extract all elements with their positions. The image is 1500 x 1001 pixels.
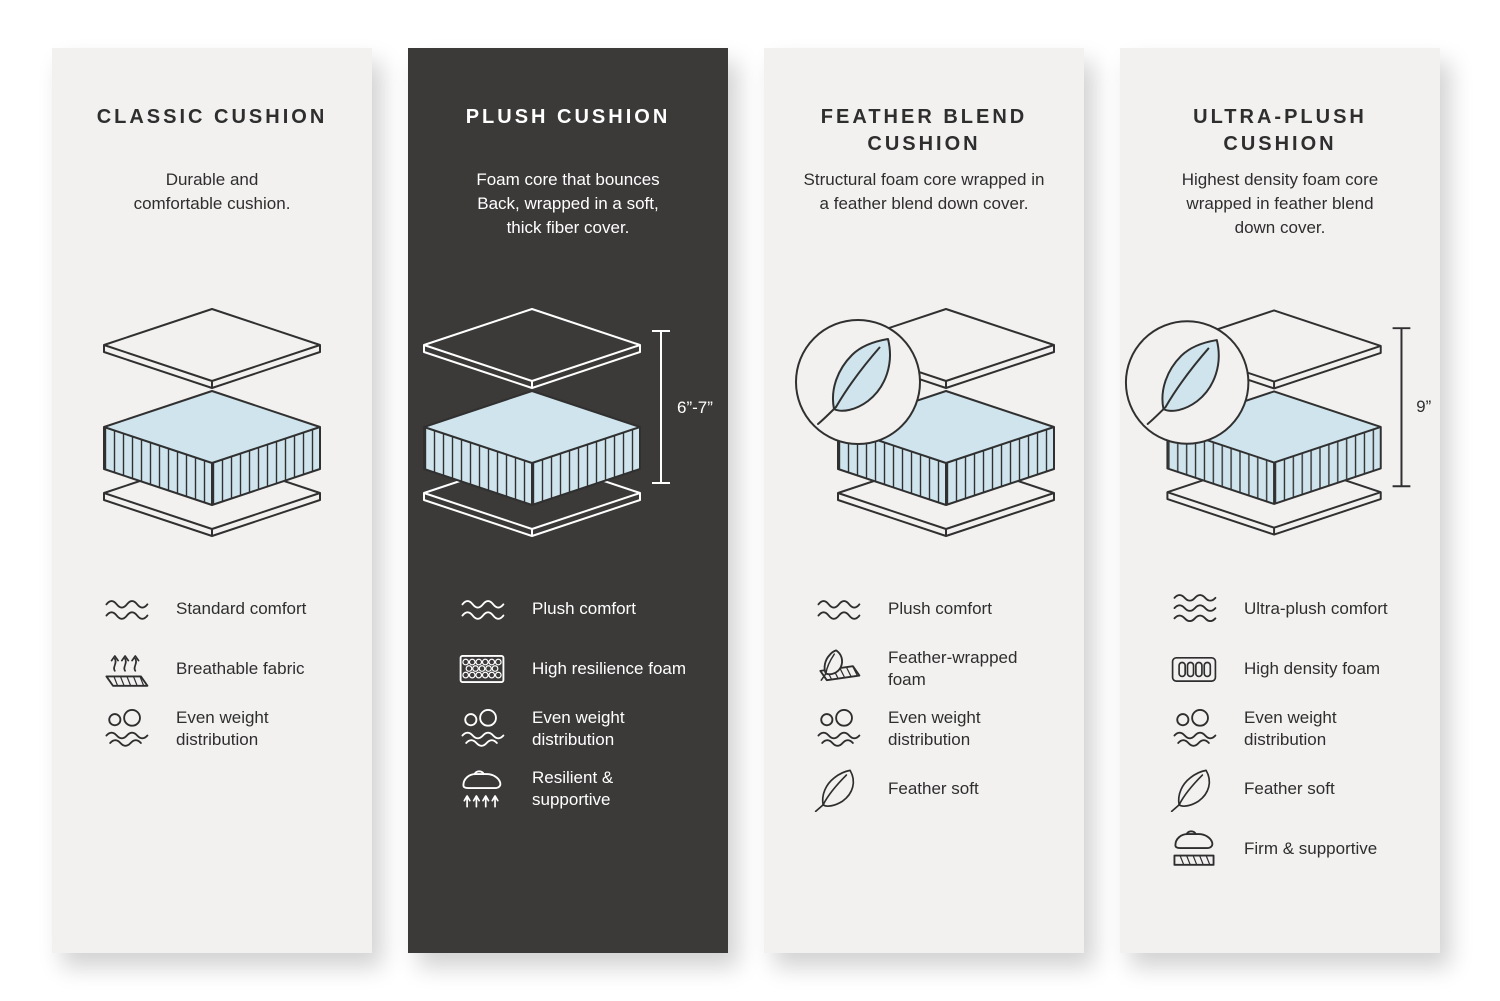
card-description: Highest density foam core wrapped in fea… [1181,170,1379,238]
feature-label: Feather-wrapped foam [888,647,1018,689]
even-weight-icon [1166,706,1222,752]
card-plush-cushion: PLUSH CUSHION Foam core that bounces Bac… [408,48,728,953]
measurement-indicator [1392,327,1411,488]
card-title: ULTRA-PLUSH CUSHION [1193,106,1367,155]
cushion-diagram [764,260,1084,586]
feature-list: Plush comfort Feather-wrapped foam [764,586,1084,826]
wave-comfort-icon [454,586,510,632]
feature-label: High resilience foam [532,658,687,678]
card-feather-blend-cushion: FEATHER BLEND CUSHION Structural foam co… [764,48,1084,953]
feather-icon [810,766,866,812]
card-classic-cushion: CLASSIC CUSHION Durable and comfortable … [52,48,372,953]
feature-label: Feather soft [888,778,979,798]
feature-item: Even weight distribution [98,706,372,752]
even-weight-icon [98,706,154,752]
cushion-diagram: 9” [1120,260,1440,586]
feature-label: Resilient & supportive [532,767,614,809]
breathable-fabric-icon [98,646,154,692]
feature-item: Ultra-plush comfort [1166,586,1440,632]
card-title: PLUSH CUSHION [465,106,671,128]
feather-icon [1166,766,1222,812]
feature-list: Ultra-plush comfort High density foam [1120,586,1440,886]
even-weight-icon [454,706,510,752]
feature-item: Plush comfort [454,586,728,632]
feature-label: Feather soft [1244,778,1335,798]
feature-label: Even weight distribution [1244,707,1337,749]
feather-badge-icon [795,319,921,445]
feature-label: Even weight distribution [532,707,625,749]
wave-comfort-icon [98,586,154,632]
cushion-layers-graphic: 9” [1124,309,1431,536]
firm-supportive-icon [1166,826,1222,872]
feature-item: Even weight distribution [810,706,1084,752]
feature-label: Even weight distribution [888,707,981,749]
cushion-layers-graphic [103,308,321,537]
feature-item: Resilient & supportive [454,766,728,812]
feather-badge-icon [1124,320,1250,445]
feature-label: Ultra-plush comfort [1244,598,1388,618]
feature-list: Standard comfort Breathable fabric [52,586,372,766]
feature-label: Standard comfort [176,598,307,618]
feature-item: Feather soft [1166,766,1440,812]
cushion-diagram: 6”-7” [408,260,728,586]
card-description: Structural foam core wrapped in a feathe… [803,170,1045,214]
resilient-supportive-icon [454,766,510,812]
feature-label: Firm & supportive [1244,838,1378,858]
feature-label: Breathable fabric [176,658,305,678]
card-description: Foam core that bounces Back, wrapped in … [476,170,660,238]
card-description: Durable and comfortable cushion. [133,170,291,214]
comparison-board: CLASSIC CUSHION Durable and comfortable … [52,48,1440,953]
card-ultra-plush-cushion: ULTRA-PLUSH CUSHION Highest density foam… [1120,48,1440,953]
feature-item: Plush comfort [810,586,1084,632]
feature-label: Plush comfort [532,598,636,618]
wave-comfort-icon [1166,586,1222,632]
feather-wrapped-foam-icon [810,646,866,692]
measurement-indicator [652,330,670,484]
feature-item: High resilience foam [454,646,728,692]
feature-item: Firm & supportive [1166,826,1440,872]
feature-label: High density foam [1244,658,1381,678]
even-weight-icon [810,706,866,752]
feature-item: Breathable fabric [98,646,372,692]
feature-label: Even weight distribution [176,707,269,749]
wave-comfort-icon [810,586,866,632]
high-density-foam-icon [1166,646,1222,692]
card-title: CLASSIC CUSHION [96,106,328,128]
feature-item: Standard comfort [98,586,372,632]
feature-item: Feather soft [810,766,1084,812]
high-resilience-foam-icon [454,646,510,692]
measurement-label: 9” [1416,397,1431,416]
feature-item: Feather-wrapped foam [810,646,1084,692]
cushion-layers-graphic [795,308,1055,537]
feature-item: Even weight distribution [1166,706,1440,752]
cushion-layers-graphic: 6”-7” [423,308,713,537]
feature-item: Even weight distribution [454,706,728,752]
feature-list: Plush comfort High resilience foam [408,586,728,826]
feature-item: High density foam [1166,646,1440,692]
feature-label: Plush comfort [888,598,992,618]
cushion-diagram [52,260,372,586]
card-title: FEATHER BLEND CUSHION [820,106,1028,155]
measurement-label: 6”-7” [677,398,713,417]
